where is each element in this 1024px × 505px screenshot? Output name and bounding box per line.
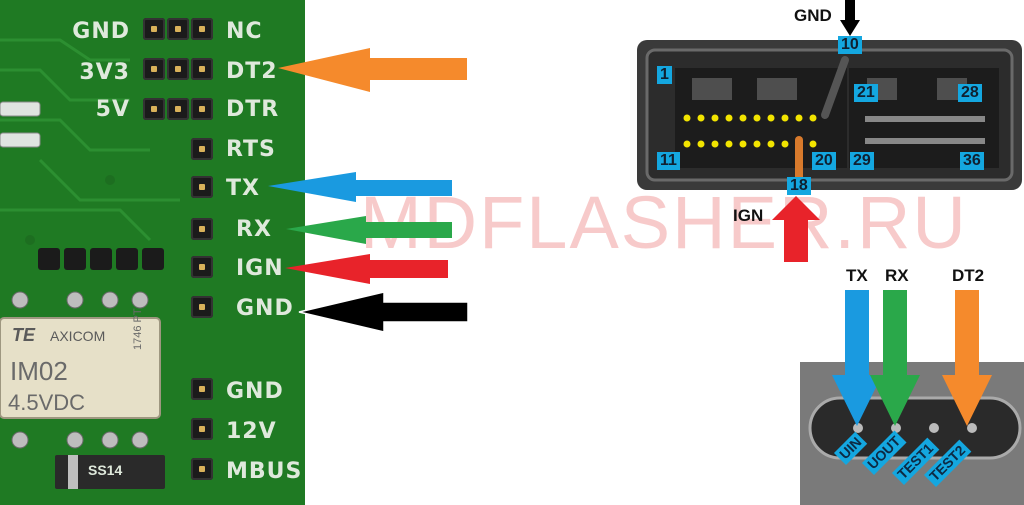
pin-tag-20: 20	[812, 152, 836, 170]
pcb-board: GND 3V3 5V NC DT2 DTR RTS TX RX IGN GND …	[0, 0, 305, 505]
gnd-connector-arrow	[840, 0, 860, 36]
pcb-label-ign: IGN	[236, 256, 284, 281]
pin-tag-11: 11	[657, 152, 680, 170]
obd-tx-label: TX	[846, 266, 868, 285]
pcb-label-5v: 5V	[95, 97, 130, 122]
obd-dt2-label: DT2	[952, 266, 985, 285]
connector-gnd-label: GND	[794, 6, 832, 25]
relay-voltage: 4.5VDC	[8, 390, 86, 415]
pcb-traces	[0, 38, 180, 489]
pcb-label-gnd-lower: GND	[226, 379, 284, 404]
dt2-arrow-orange	[278, 48, 467, 92]
pcb-label-dt2: DT2	[226, 59, 278, 84]
gnd-arrow-black	[298, 291, 469, 333]
connector-ign-label: IGN	[733, 206, 764, 225]
relay-brand2: AXICOM	[50, 328, 106, 344]
pin-tag-18: 18	[787, 177, 811, 195]
pcb-label-mbus: MBUS	[226, 459, 303, 484]
ecu-connector	[637, 40, 1022, 190]
pin-tag-28: 28	[958, 84, 982, 102]
watermark-text: MDFLASHER.RU	[360, 181, 968, 264]
pin-tag-36: 36	[960, 152, 984, 170]
pcb-label-rts: RTS	[226, 137, 276, 162]
pin-tag-29: 29	[850, 152, 874, 170]
obd-rx-label: RX	[885, 266, 909, 285]
pcb-label-3v3: 3V3	[79, 60, 130, 85]
connector-body	[645, 48, 1014, 186]
relay-brand: TE	[12, 325, 36, 345]
relay-model: IM02	[10, 356, 68, 386]
obd-pad-plate	[800, 362, 1024, 505]
pcb-label-gnd-left: GND	[72, 19, 130, 44]
obd-plate-graphic	[800, 362, 1024, 505]
diode-label: SS14	[88, 462, 123, 478]
relay-code: 1746 PT	[132, 308, 144, 350]
pin-tag-21: 21	[854, 84, 878, 102]
pcb-label-dtr: DTR	[226, 97, 280, 122]
pin-tag-10: 10	[838, 36, 862, 54]
pcb-label-rx: RX	[236, 217, 272, 242]
pin-tag-1: 1	[657, 66, 672, 84]
pcb-label-nc: NC	[226, 19, 263, 44]
pcb-label-12v: 12V	[226, 419, 277, 444]
pcb-label-tx: TX	[226, 176, 260, 201]
pcb-label-gnd-right: GND	[236, 296, 294, 321]
